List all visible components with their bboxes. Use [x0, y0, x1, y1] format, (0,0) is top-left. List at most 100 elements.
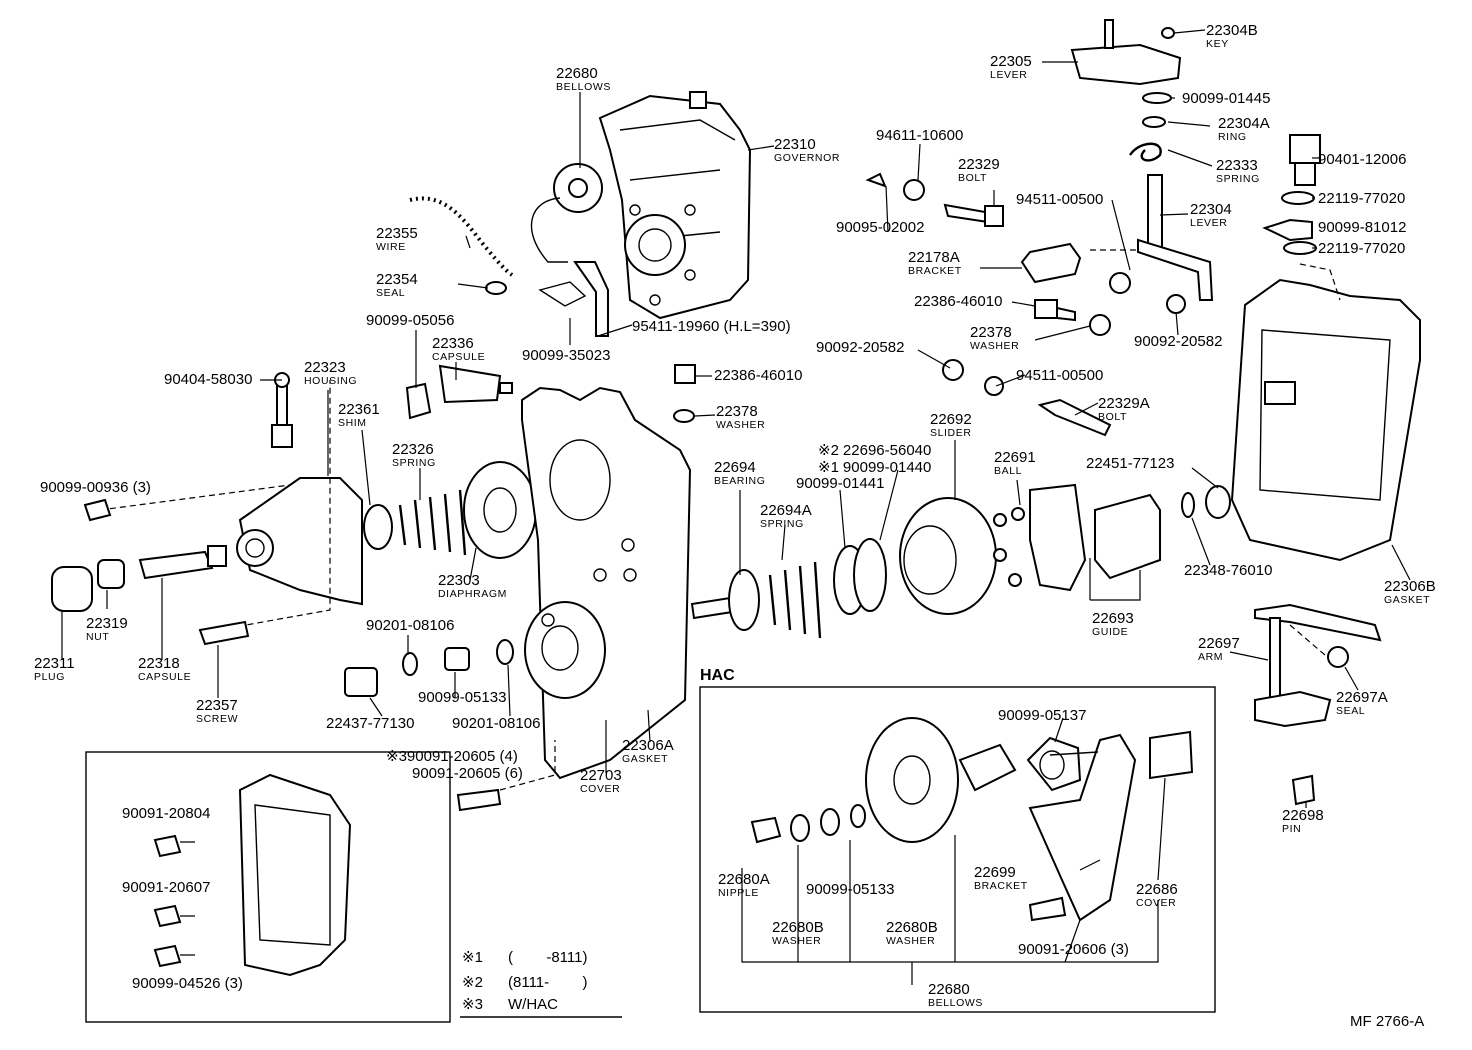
- shim-spring-diaphragm-drawing: [363, 461, 537, 559]
- part-name-label: DIAPHRAGM: [438, 588, 507, 600]
- part-number-label: 94511-00500: [1016, 367, 1103, 384]
- part-number-label: 22686: [1136, 881, 1178, 898]
- part-number-label: 22680A: [718, 871, 770, 888]
- footnote-variant-line-1: ※390091-20605 (4): [386, 748, 518, 765]
- part-number-label: 22355: [376, 225, 418, 242]
- part-name-label: SPRING: [760, 518, 804, 530]
- part-number-label: 22305: [990, 53, 1032, 70]
- part-number-label: 22119-77020: [1318, 190, 1405, 207]
- part-name-label: BRACKET: [908, 265, 962, 277]
- part-number-label: 22378: [716, 403, 758, 420]
- part-number-label: 90201-08106: [452, 715, 540, 732]
- part-name-label: SLIDER: [930, 427, 972, 439]
- part-number-label: 22303: [438, 572, 480, 589]
- part-name-label: ARM: [1198, 651, 1223, 663]
- part-number-label: 22697A: [1336, 689, 1388, 706]
- part-number-label: 22329A: [1098, 395, 1150, 412]
- bolt-bracket-drawing: [865, 172, 1186, 437]
- part-number-label: 22693: [1092, 610, 1134, 627]
- governor-assembly-drawing: [530, 91, 752, 337]
- inset-box: [85, 751, 451, 1023]
- governor-cover-drawing: [521, 386, 692, 780]
- part-name-label: SCREW: [196, 713, 238, 725]
- part-name-label: GUIDE: [1092, 626, 1128, 638]
- part-number-label: 22694A: [760, 502, 812, 519]
- part-number-label: 22319: [86, 615, 128, 632]
- hac-label: HAC: [700, 667, 735, 684]
- part-number-label: 22348-76010: [1184, 562, 1272, 579]
- part-number-label: 90091-20607: [122, 879, 210, 896]
- part-name-label: BOLT: [958, 172, 987, 184]
- part-number-label: 90099-05133: [418, 689, 506, 706]
- part-number-label: 22304A: [1218, 115, 1270, 132]
- part-number-label: 22694: [714, 459, 756, 476]
- part-name-label: SHIM: [338, 417, 367, 429]
- part-number-label: 22691: [994, 449, 1036, 466]
- part-number-label: 90201-08106: [366, 617, 454, 634]
- center-hardware-drawing: [344, 364, 696, 812]
- part-number-label: 90099-05056: [366, 312, 454, 329]
- part-name-label: PLUG: [34, 671, 65, 683]
- part-number-label: 22306A: [622, 737, 674, 754]
- part-number-label: 22318: [138, 655, 180, 672]
- part-number-label: 22680B: [886, 919, 938, 936]
- governor-housing-right-drawing: [1090, 249, 1421, 562]
- part-number-label: 22386-46010: [914, 293, 1002, 310]
- part-number-label: 90099-05133: [806, 881, 894, 898]
- part-name-label: WASHER: [716, 419, 765, 431]
- part-drawings: [51, 19, 1421, 977]
- figure-code: MF 2766-A: [1350, 1013, 1424, 1030]
- plug-nut-capsule-drawing: [51, 498, 250, 646]
- part-name-label: COVER: [580, 783, 620, 795]
- part-number-label: 22386-46010: [714, 367, 802, 384]
- part-name-label: KEY: [1206, 38, 1229, 50]
- lever-assembly-drawing: [1070, 19, 1214, 301]
- part-name-label: SEAL: [376, 287, 405, 299]
- legend-text-2: (8111- ): [508, 974, 587, 991]
- part-number-label: 90099-35023: [522, 347, 610, 364]
- part-number-label: 22378: [970, 324, 1012, 341]
- part-labels: 22680BELLOWS22310GOVERNOR22355WIRE22354S…: [34, 22, 1436, 1009]
- part-number-label: 22451-77123: [1086, 455, 1174, 472]
- legend-mark-1: ※1: [462, 949, 483, 966]
- part-name-label: PIN: [1282, 823, 1301, 835]
- part-number-label: 22698: [1282, 807, 1324, 824]
- part-number-label: 22703: [580, 767, 622, 784]
- part-name-label: WASHER: [970, 340, 1019, 352]
- part-number-label: 22326: [392, 441, 434, 458]
- part-name-label: CAPSULE: [432, 351, 485, 363]
- part-name-label: LEVER: [1190, 217, 1227, 229]
- part-number-label: 90401-12006: [1318, 151, 1406, 168]
- part-number-label: 90092-20582: [816, 339, 904, 356]
- hac-box: [699, 686, 1216, 1013]
- part-number-label: 22336: [432, 335, 474, 352]
- part-number-label: 22692: [930, 411, 972, 428]
- part-name-label: BALL: [994, 465, 1022, 477]
- part-name-label: WASHER: [772, 935, 821, 947]
- part-name-label: GASKET: [1384, 594, 1430, 606]
- part-number-label: 22680B: [772, 919, 824, 936]
- part-name-label: BRACKET: [974, 880, 1028, 892]
- hac-assembly-drawing: [750, 717, 1194, 922]
- part-number-label: 90091-20804: [122, 805, 210, 822]
- part-number-label: 22119-77020: [1318, 240, 1405, 257]
- part-number-label: 90091-20606 (3): [1018, 941, 1129, 958]
- part-number-label: 90099-05137: [998, 707, 1086, 724]
- part-number-label: 22437-77130: [326, 715, 414, 732]
- part-number-label: 90099-01441: [796, 475, 884, 492]
- part-name-label: NUT: [86, 631, 109, 643]
- legend: ※1 ( -8111) ※2 (8111- ) ※3 W/HAC: [462, 949, 587, 1013]
- part-number-label: 22329: [958, 156, 1000, 173]
- part-name-label: SPRING: [1216, 173, 1260, 185]
- slider-assembly-drawing: [690, 483, 1231, 639]
- legend-mark-3: ※3: [462, 996, 483, 1013]
- part-name-label: GASKET: [622, 753, 668, 765]
- part-name-label: WIRE: [376, 241, 406, 253]
- part-name-label: GOVERNOR: [774, 152, 840, 164]
- part-number-label: 22333: [1216, 157, 1258, 174]
- legend-text-3: W/HAC: [508, 996, 558, 1013]
- part-name-label: LEVER: [990, 69, 1027, 81]
- part-number-label: 22304B: [1206, 22, 1258, 39]
